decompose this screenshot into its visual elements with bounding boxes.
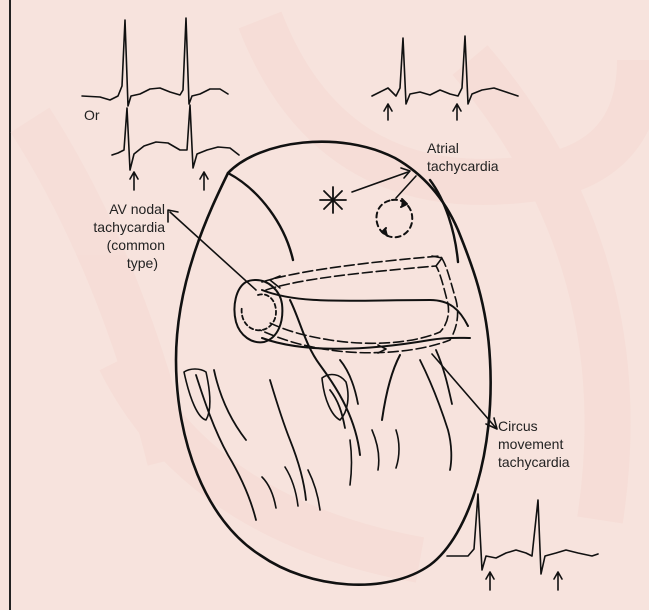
or-label: Or bbox=[84, 107, 100, 123]
ecg-strip-middle-left bbox=[112, 105, 239, 170]
atrial-wall bbox=[228, 173, 293, 260]
leader-circus bbox=[432, 354, 496, 428]
circus-movement-tachycardia-label: Circus movement tachycardia bbox=[498, 418, 570, 470]
circus-movement-pathway bbox=[260, 256, 458, 353]
svg-text:Circus: Circus bbox=[498, 418, 538, 434]
svg-text:movement: movement bbox=[498, 436, 563, 452]
septum bbox=[290, 300, 400, 455]
av-ring bbox=[262, 290, 470, 349]
asterisk-ectopic-focus-icon bbox=[320, 187, 346, 213]
svg-text:tachycardia: tachycardia bbox=[427, 158, 499, 174]
watermark bbox=[30, 20, 640, 560]
leader-av-nodal bbox=[170, 212, 256, 290]
svg-text:tachycardia: tachycardia bbox=[498, 454, 570, 470]
svg-text:Atrial: Atrial bbox=[427, 140, 459, 156]
svg-text:type): type) bbox=[127, 255, 158, 271]
svg-text:(common: (common bbox=[107, 237, 165, 253]
ecg-strip-top-left bbox=[82, 18, 228, 106]
svg-text:tachycardia: tachycardia bbox=[93, 219, 165, 235]
av-nodal-reentry-loop bbox=[242, 294, 276, 330]
svg-text:AV nodal: AV nodal bbox=[109, 201, 165, 217]
